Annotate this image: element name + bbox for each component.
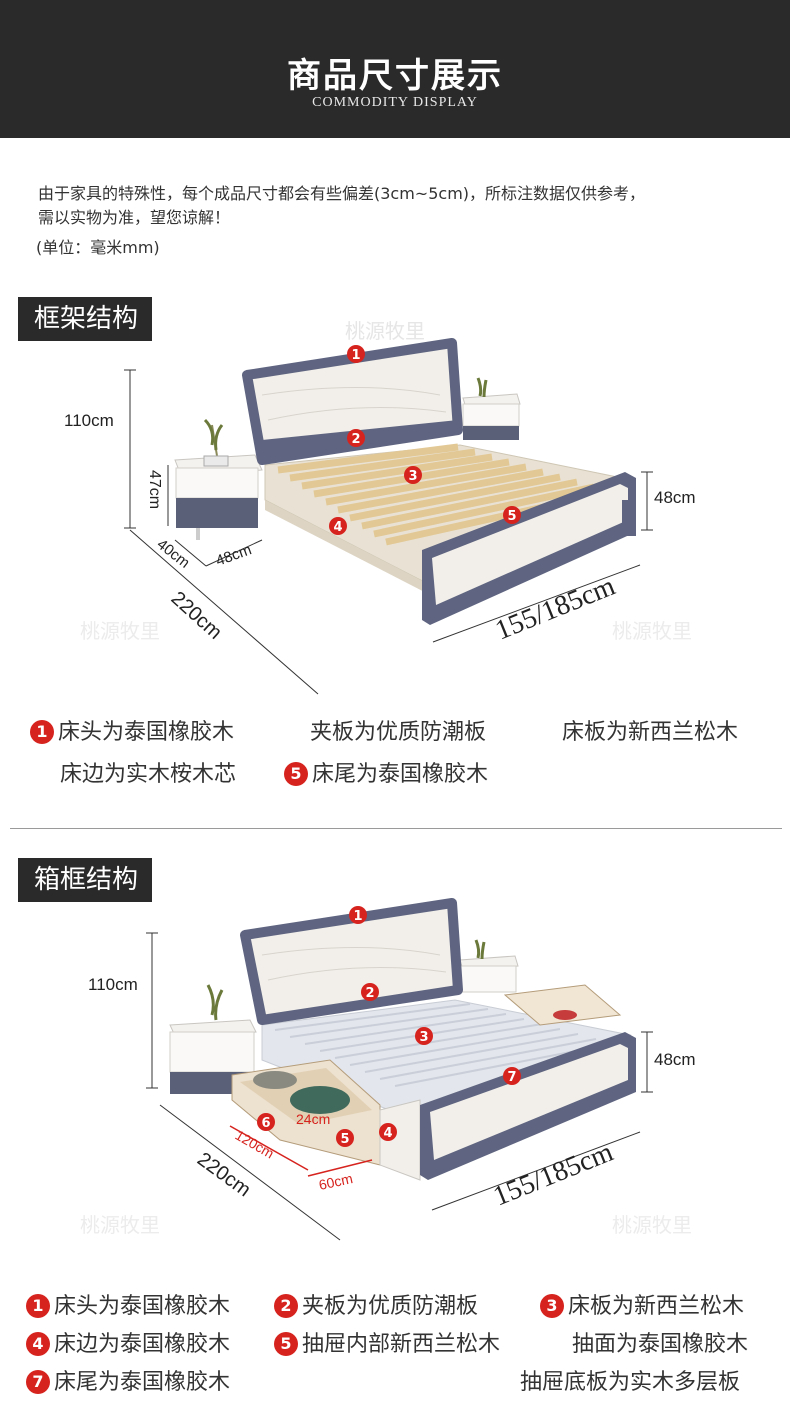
- bed-frame: [231, 898, 636, 1181]
- marker-2: 2: [351, 432, 360, 447]
- marker-3: 3: [419, 1030, 428, 1045]
- dimension-lines: [146, 932, 653, 1241]
- dim-width: 155/185cm: [489, 1136, 618, 1212]
- note-unit: (单位：毫米mm): [36, 238, 160, 257]
- section-title-frame: 框架结构: [18, 297, 153, 341]
- badge: 2: [274, 1294, 298, 1318]
- dim-length: 220cm: [193, 1148, 254, 1201]
- marker-3: 3: [408, 469, 417, 484]
- watermark: 桃源牧里: [345, 320, 425, 343]
- badge: 5: [274, 1332, 298, 1356]
- marker-7: 7: [507, 1070, 516, 1085]
- marker-4: 4: [333, 520, 342, 535]
- watermark: 桃源牧里: [612, 620, 692, 643]
- nightstand-left: [174, 418, 263, 540]
- dim-drawer-width: 60cm: [317, 1170, 354, 1193]
- badge: 1: [30, 720, 54, 744]
- dim-nightstand-width: 48cm: [214, 541, 254, 570]
- watermark: 桃源牧里: [80, 1214, 160, 1237]
- marker-1: 1: [351, 348, 360, 363]
- marker-5: 5: [340, 1132, 349, 1147]
- dim-drawer-height: 24cm: [296, 1111, 330, 1127]
- dim-footboard-height: 48cm: [654, 1050, 696, 1069]
- dim-length: 220cm: [167, 587, 226, 644]
- dim-footboard-height: 48cm: [654, 488, 696, 507]
- dim-headboard-height: 110cm: [88, 975, 138, 994]
- nightstand-right: [462, 377, 521, 440]
- box-bed-illustration: 桃源牧里 桃源牧里 桃源牧里: [80, 898, 696, 1241]
- caption-item: 抽面为泰国橡胶木: [572, 1332, 749, 1357]
- marker-4: 4: [383, 1126, 392, 1141]
- badge: 5: [284, 762, 308, 786]
- page-header: 商品尺寸展示 COMMODITY DISPLAY: [0, 0, 790, 138]
- dim-nightstand-depth: 40cm: [154, 536, 193, 572]
- page-title: 商品尺寸展示: [287, 56, 503, 96]
- section-divider: [10, 828, 782, 829]
- dim-nightstand-height: 47cm: [146, 470, 163, 509]
- watermark: 桃源牧里: [612, 1214, 692, 1237]
- badge: 4: [26, 1332, 50, 1356]
- bed-frame: [242, 338, 636, 625]
- note-line-1: 由于家具的特殊性，每个成品尺寸都会有些偏差(3cm~5cm)，所标注数据仅供参考…: [38, 184, 646, 203]
- badge: 3: [540, 1294, 564, 1318]
- caption-item: 夹板为优质防潮板: [310, 720, 487, 745]
- page-subtitle: COMMODITY DISPLAY: [312, 95, 478, 110]
- caption-item: 抽屉底板为实木多层板: [520, 1370, 741, 1395]
- marker-1: 1: [353, 909, 362, 924]
- watermark: 桃源牧里: [80, 620, 160, 643]
- badge: 7: [26, 1370, 50, 1394]
- nightstand-right: [459, 939, 519, 993]
- dimension-lines: [124, 369, 653, 695]
- caption-item: 床边为实木桉木芯: [60, 762, 237, 787]
- dim-headboard-height: 110cm: [64, 411, 114, 430]
- caption-item: 床板为新西兰松木: [562, 720, 739, 745]
- section-title-box: 箱框结构: [18, 858, 153, 902]
- marker-6: 6: [261, 1116, 270, 1131]
- note-line-2: 需以实物为准，望您谅解！: [38, 208, 231, 227]
- badge: 1: [26, 1294, 50, 1318]
- frame-bed-illustration: 桃源牧里 桃源牧里 桃源牧里: [64, 320, 696, 695]
- marker-5: 5: [507, 509, 516, 524]
- marker-2: 2: [365, 986, 374, 1001]
